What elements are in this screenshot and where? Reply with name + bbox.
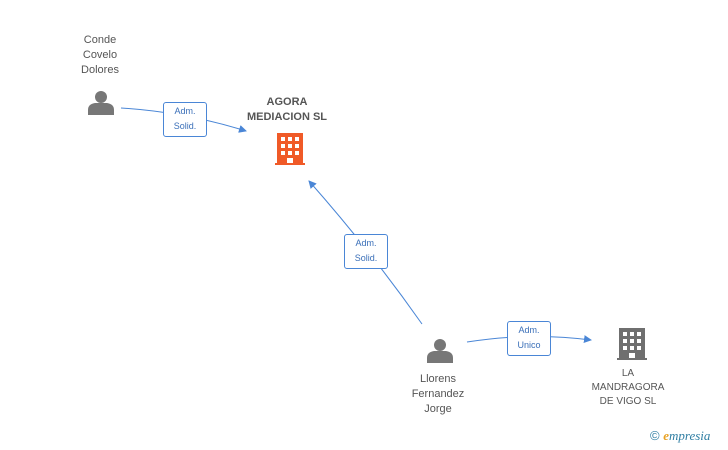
brand-logo: empresia [663,428,710,443]
label-line: DE VIGO SL [599,396,657,407]
label-line: MANDRAGORA [591,382,665,393]
person-icon[interactable] [88,91,114,115]
badge-line: Adm. [355,238,377,248]
edge-badge-llorens-agora[interactable]: Adm. Solid. [344,234,388,269]
label-line: LA [621,368,635,379]
brand-rest: mpresia [669,428,711,443]
label-line: Conde [83,34,117,46]
brand-initial: e [663,428,669,443]
empresia-watermark: © empresia [650,428,710,444]
person-icon[interactable] [427,339,453,363]
label-line: MEDIACION SL [246,111,328,123]
edge-badge-llorens-mandragora[interactable]: Adm. Unico [507,321,551,356]
company-label-mandragora[interactable]: LA MANDRAGORA DE VIGO SL [578,367,678,409]
label-line: Covelo [82,49,118,61]
building-icon[interactable] [275,133,305,165]
label-line: Jorge [424,403,452,415]
person-label-llorens[interactable]: Llorens Fernandez Jorge [398,372,478,417]
edge-badge-conde-agora[interactable]: Adm. Solid. [163,102,207,137]
label-line: Llorens [419,373,457,385]
label-line: Dolores [81,64,119,76]
badge-line: Unico [517,340,541,350]
building-icon[interactable] [617,328,647,360]
badge-line: Adm. [518,325,540,335]
badge-line: Solid. [354,253,378,263]
label-line: Fernandez [411,388,465,400]
company-label-agora[interactable]: AGORA MEDIACION SL [232,95,342,125]
person-label-conde[interactable]: Conde Covelo Dolores [60,33,140,78]
badge-line: Adm. [174,106,196,116]
copyright-symbol: © [650,428,660,443]
label-line: AGORA [266,96,308,108]
badge-line: Solid. [173,121,197,131]
